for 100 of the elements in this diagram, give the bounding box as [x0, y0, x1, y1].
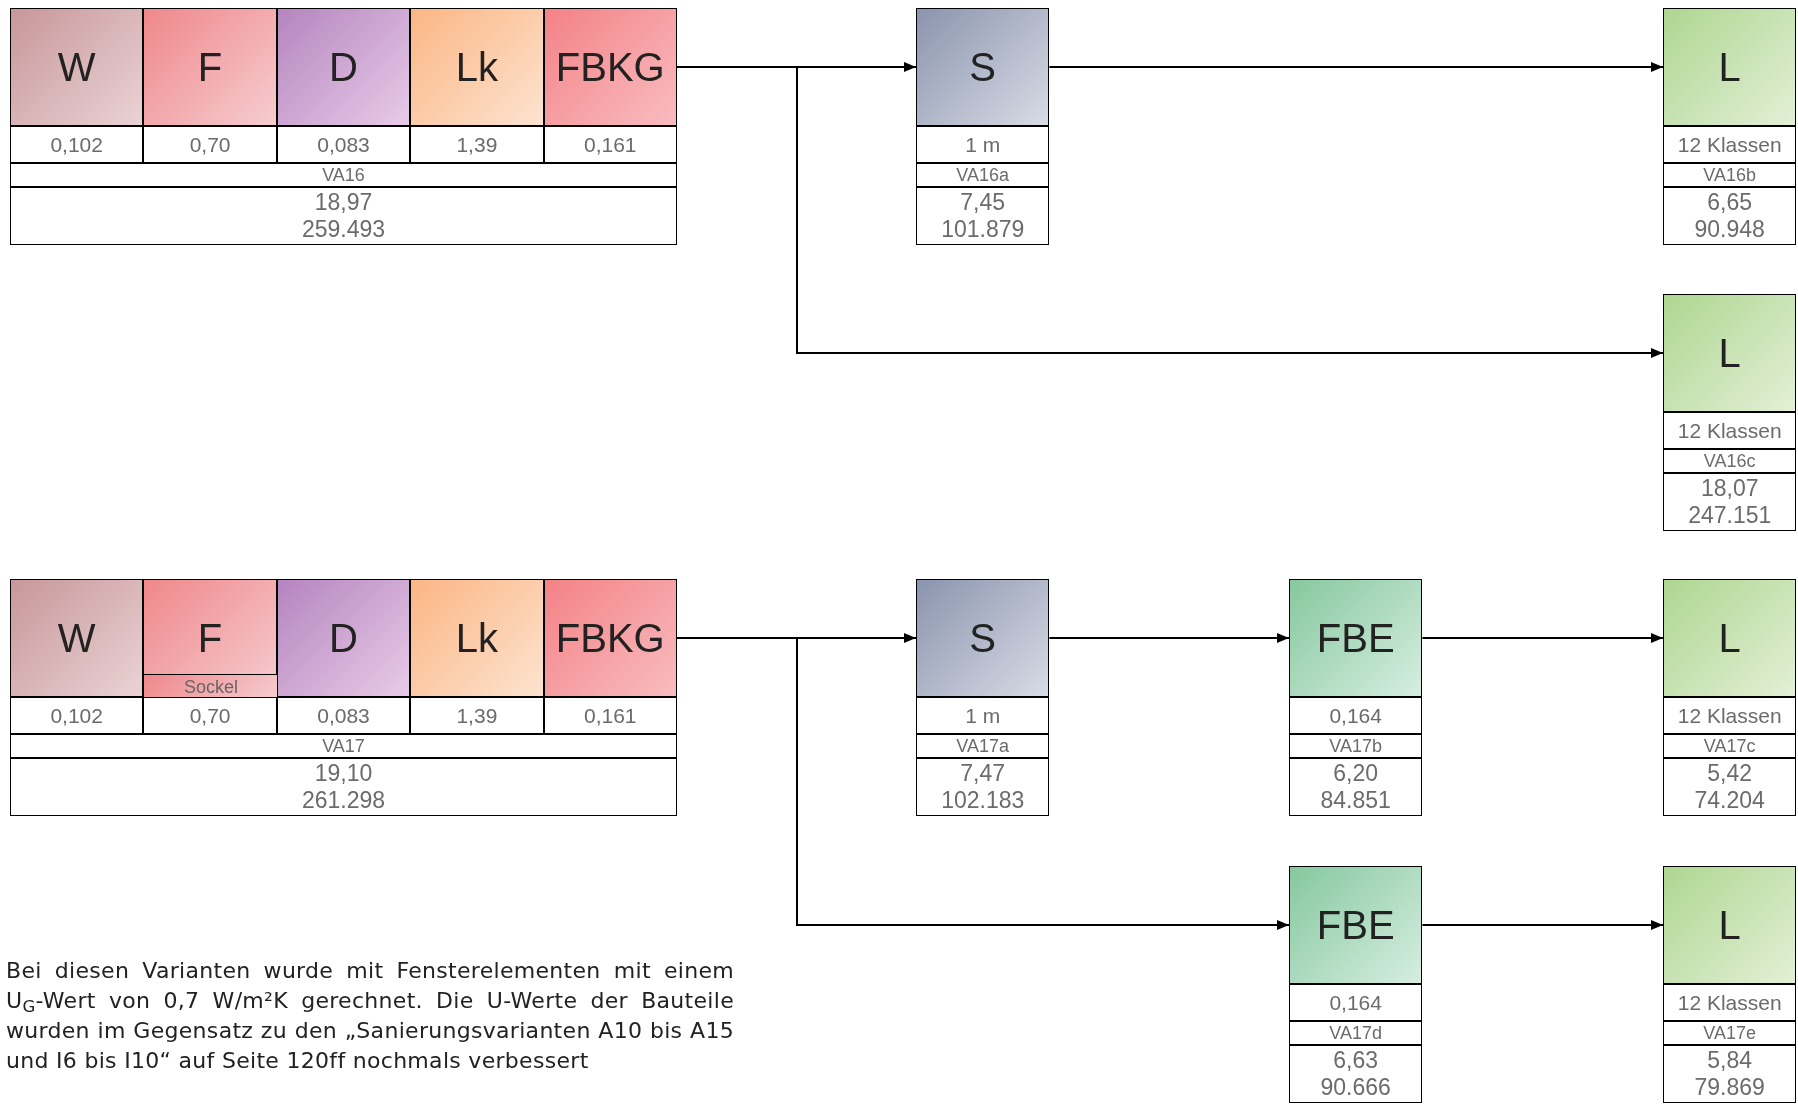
tile-letter: D — [329, 618, 358, 658]
cell-text: 0,164 — [1329, 705, 1382, 726]
component-tile — [276, 8, 411, 126]
cell-text: 102.183 — [941, 787, 1025, 814]
result-cell — [1289, 758, 1423, 816]
cell-text: 101.879 — [941, 216, 1025, 243]
tile-letter: S — [969, 47, 997, 87]
variant-code-cell — [916, 734, 1050, 758]
cell-text: 90.666 — [1320, 1074, 1391, 1101]
tile-letter: L — [1718, 905, 1741, 945]
component-tile — [143, 8, 277, 126]
result-cell — [916, 758, 1050, 816]
result-cell — [916, 187, 1050, 245]
value-cell — [1663, 984, 1797, 1021]
tile-letter: FBE — [1316, 905, 1395, 945]
variant-code-cell — [1289, 734, 1423, 758]
value-cell — [143, 697, 277, 734]
tile-letter: L — [1718, 47, 1741, 87]
cell-text: 12 Klassen — [1677, 705, 1782, 726]
result-cell — [10, 187, 677, 245]
component-tile — [143, 579, 277, 697]
cell-text: 5,84 — [1707, 1047, 1753, 1074]
cell-text: 1,39 — [456, 705, 498, 726]
cell-text: 0,102 — [50, 134, 103, 155]
cell-text: 1 m — [965, 134, 1001, 155]
component-tile — [10, 579, 144, 697]
cell-text: 0,161 — [584, 705, 637, 726]
value-cell — [276, 697, 411, 734]
variant-code-cell — [916, 163, 1050, 187]
value-cell — [10, 697, 144, 734]
cell-text: 0,083 — [317, 705, 370, 726]
cell-text: 7,47 — [960, 760, 1006, 787]
arrow — [1421, 633, 1664, 643]
component-tile — [916, 579, 1050, 697]
result-cell — [1289, 1045, 1423, 1103]
cell-text: VA17c — [1703, 737, 1756, 755]
value-cell — [916, 697, 1050, 734]
component-tile — [1289, 866, 1423, 984]
component-tile — [1289, 579, 1423, 697]
cell-text: 84.851 — [1320, 787, 1391, 814]
result-cell — [1663, 758, 1797, 816]
cell-text: 79.869 — [1694, 1074, 1765, 1101]
cell-text: 6,63 — [1333, 1047, 1379, 1074]
variant-code-cell — [1663, 1021, 1797, 1045]
cell-text: 0,083 — [317, 134, 370, 155]
tile-letter: FBKG — [555, 618, 665, 658]
cell-text: 247.151 — [1688, 502, 1772, 529]
value-cell — [10, 126, 144, 163]
tile-letter: W — [57, 618, 96, 658]
component-tile — [1663, 8, 1797, 126]
component-tile — [410, 579, 544, 697]
arrow — [1421, 920, 1664, 930]
component-tile — [10, 8, 144, 126]
cell-text: 0,164 — [1329, 992, 1382, 1013]
result-cell — [1663, 1045, 1797, 1103]
cell-text: 18,07 — [1700, 475, 1759, 502]
cell-text: VA17a — [956, 737, 1010, 755]
cell-text: VA17 — [322, 737, 365, 755]
cell-text: 7,45 — [960, 189, 1006, 216]
value-cell — [1663, 412, 1797, 449]
result-cell — [1663, 473, 1797, 531]
cell-text: 12 Klassen — [1677, 420, 1782, 441]
value-cell — [543, 697, 677, 734]
value-cell — [143, 126, 277, 163]
cell-text: 19,10 — [314, 760, 373, 787]
component-tile — [543, 8, 677, 126]
cell-text: 18,97 — [314, 189, 373, 216]
value-cell — [1663, 126, 1797, 163]
variant-code-cell — [1289, 1021, 1423, 1045]
sub-label-cell — [144, 674, 278, 698]
component-tile — [1663, 579, 1797, 697]
cell-text: 261.298 — [301, 787, 386, 814]
value-cell — [1663, 697, 1797, 734]
cell-text: 259.493 — [301, 216, 386, 243]
cell-text: 5,42 — [1707, 760, 1753, 787]
cell-text: 12 Klassen — [1677, 992, 1782, 1013]
value-cell — [276, 126, 411, 163]
component-tile — [1663, 866, 1797, 984]
tile-letter: FBE — [1316, 618, 1395, 658]
component-tile — [1663, 294, 1797, 412]
result-cell — [1663, 187, 1797, 245]
tile-letter: S — [969, 618, 997, 658]
arrow — [1048, 633, 1290, 643]
result-cell — [10, 758, 677, 816]
variant-code-cell — [1663, 449, 1797, 473]
tile-letter: F — [197, 618, 223, 658]
cell-text: 6,65 — [1707, 189, 1753, 216]
tile-letter: L — [1718, 618, 1741, 658]
cell-text: 12 Klassen — [1677, 134, 1782, 155]
tile-letter: W — [57, 47, 96, 87]
component-tile — [276, 579, 411, 697]
cell-text: VA17e — [1703, 1024, 1757, 1042]
cell-text: VA16a — [956, 166, 1010, 184]
cell-text: 90.948 — [1694, 216, 1765, 243]
variant-code-cell — [10, 734, 677, 758]
tile-letter: FBKG — [555, 47, 665, 87]
variant-code-cell — [1663, 163, 1797, 187]
value-cell — [543, 126, 677, 163]
cell-text: VA17b — [1329, 737, 1383, 755]
variant-code-cell — [1663, 734, 1797, 758]
